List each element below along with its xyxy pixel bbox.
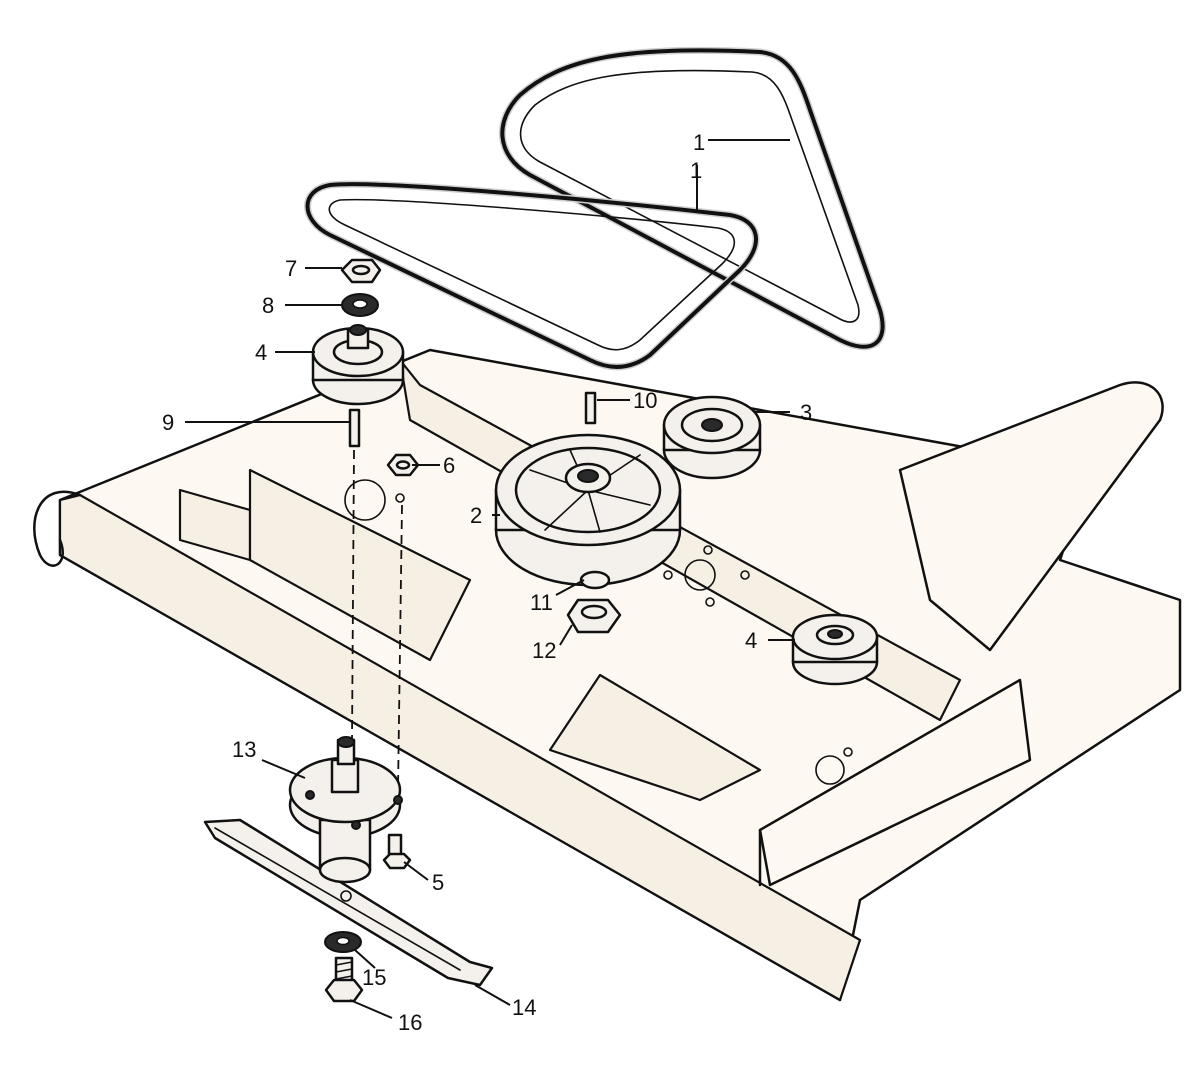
leader-lines (185, 139, 795, 1019)
idler-pulley (662, 395, 762, 480)
callout-7: 7 (285, 256, 297, 281)
spindle-housing (288, 736, 403, 902)
callout-16: 16 (398, 1010, 422, 1035)
mower-deck (33, 348, 1182, 1002)
callout-14: 14 (512, 995, 536, 1020)
hex-bolt-small (382, 833, 412, 870)
drive-belt-large (498, 46, 887, 351)
callout-8: 8 (262, 293, 274, 318)
callout-4a: 4 (255, 340, 267, 365)
woodruff-key-center (584, 391, 597, 425)
callout-4b: 4 (745, 628, 757, 653)
spacer-washer (579, 570, 611, 590)
flat-washer (341, 293, 379, 317)
blade-bolt (324, 956, 364, 1003)
callout-labels: 1 1 2 3 4 4 5 6 7 8 9 10 11 12 13 14 15 … (162, 130, 812, 1035)
callout-9: 9 (162, 410, 174, 435)
callout-15: 15 (362, 965, 386, 990)
callout-6: 6 (443, 453, 455, 478)
callout-1b: 1 (690, 158, 702, 183)
callout-1a: 1 (693, 130, 705, 155)
callout-13: 13 (232, 737, 256, 762)
callout-5: 5 (432, 870, 444, 895)
spindle-pulley-right (791, 613, 879, 686)
callout-10: 10 (633, 388, 657, 413)
assembly-line-shaft (351, 449, 355, 741)
blade-washer (324, 931, 362, 953)
callout-12: 12 (532, 638, 556, 663)
drive-pulley (494, 433, 682, 587)
hex-nut-large (566, 598, 622, 634)
callout-2: 2 (470, 503, 482, 528)
woodruff-key-left (348, 408, 361, 448)
assembly-line-bolt (397, 504, 403, 791)
callout-11: 11 (530, 590, 553, 615)
callout-3: 3 (800, 400, 812, 425)
drive-belt-small (304, 180, 760, 371)
mower-blade (203, 818, 494, 987)
spindle-pulley-left (311, 324, 405, 406)
hex-nut-top (340, 258, 382, 284)
